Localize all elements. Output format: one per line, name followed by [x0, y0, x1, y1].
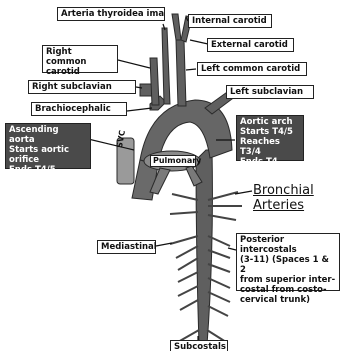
left-common-carotid-label: Left common carotid — [197, 62, 307, 76]
aortic-arch-line-2: Starts T4/5 — [240, 127, 300, 137]
thyroidea-ima-label: Arteria thyroidea ima — [57, 7, 165, 21]
aortic-arch-line-3: Reaches T3/4 — [240, 137, 300, 157]
thyroidea-ima-vessel — [162, 28, 170, 104]
right-subclavian-label: Right subclavian — [28, 80, 136, 94]
posterior-intercostals-line-5: cervical trunk) — [240, 295, 336, 305]
bronchial-line-1: Bronchial — [253, 183, 314, 198]
internal-carotid-vessel — [172, 14, 181, 40]
posterior-intercostals-line-1: Posterior intercostals — [240, 235, 336, 255]
right-common-carotid-line1: Right common — [46, 47, 114, 67]
external-carotid-label: External carotid — [207, 38, 294, 52]
posterior-intercostals-line-2: (3-11) (Spaces 1 & 2 — [240, 255, 336, 275]
left-common-carotid-vessel — [176, 40, 186, 106]
posterior-intercostals-line-3: from superior inter- — [240, 275, 336, 285]
aortic-arch-line-1: Aortic arch — [240, 117, 300, 127]
right-common-carotid-line2: carotid — [46, 67, 114, 77]
bronchial-line-2: Arteries — [253, 198, 314, 213]
subcostals-label: Subcostals — [170, 340, 228, 351]
internal-carotid-label: Internal carotid — [188, 14, 272, 28]
bronchial-arteries-label: Bronchial Arteries — [253, 183, 314, 213]
posterior-intercostals-line-4: costal from costo- — [240, 285, 336, 295]
left-subclavian-label: Left subclavian — [226, 85, 314, 99]
mediastinal-label: Mediastinal — [97, 240, 156, 254]
ascending-aorta-line-3: Ends T4/5 sternal — [9, 165, 87, 185]
aortic-arch-label: Aortic arch Starts T4/5 Reaches T3/4 End… — [236, 115, 304, 161]
ascending-aorta-label: Ascending aorta Starts aortic orifice En… — [5, 123, 91, 169]
brachiocephalic-label: Brachiocephalic — [31, 102, 127, 116]
ascending-aorta-line-4: angle — [9, 185, 87, 195]
posterior-intercostals-label: Posterior intercostals (3-11) (Spaces 1 … — [236, 233, 340, 291]
right-common-carotid-label: Right common carotid — [42, 45, 118, 73]
right-common-carotid-vessel — [150, 58, 159, 105]
pulmonary-label: Pulmonary — [150, 155, 196, 167]
aortic-arch-line-4: Ends T4 — [240, 157, 300, 167]
ascending-aorta-line-1: Ascending aorta — [9, 125, 87, 145]
ascending-aorta-line-2: Starts aortic orifice — [9, 145, 87, 165]
